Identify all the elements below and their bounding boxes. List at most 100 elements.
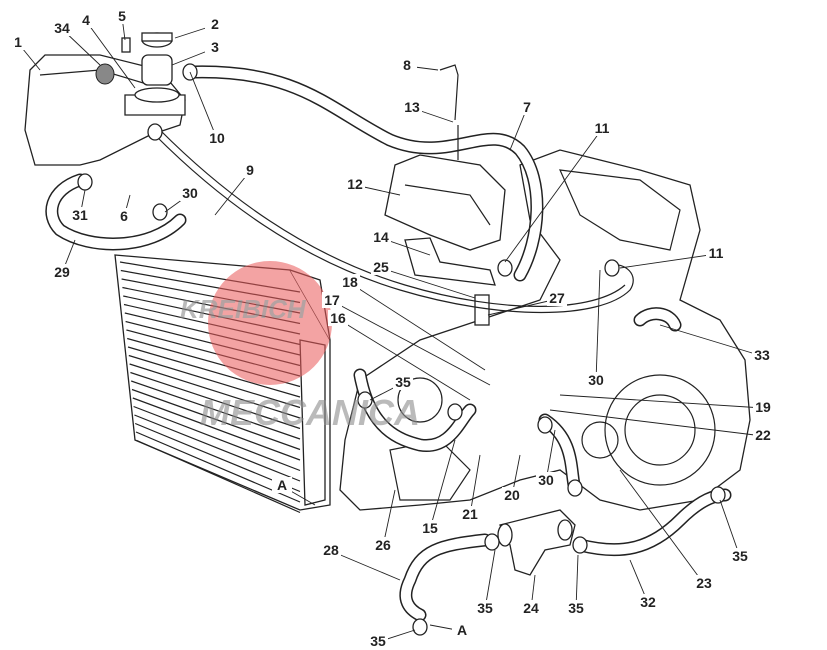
callout-bg	[52, 264, 72, 280]
callout-35: 35	[732, 548, 748, 564]
callout-bg	[368, 633, 388, 649]
callout-35: 35	[477, 600, 493, 616]
leader-line	[469, 454, 481, 516]
filler-cap	[121, 32, 180, 103]
hose-clamp	[710, 486, 726, 504]
callout-9: 9	[246, 162, 254, 178]
leader-line	[595, 269, 601, 382]
callout-bg	[397, 57, 417, 73]
reservoir	[384, 154, 506, 326]
hose-clamp	[357, 391, 373, 409]
callout-bg	[322, 292, 342, 308]
callout-bg	[8, 34, 28, 50]
callout-bg	[460, 506, 480, 522]
hose-clamp	[572, 536, 588, 554]
callout-28: 28	[323, 542, 339, 558]
leader-line	[719, 499, 741, 558]
leader-line	[549, 409, 764, 437]
callout-29: 29	[54, 264, 70, 280]
callout-22: 22	[755, 427, 771, 443]
leader-line	[504, 128, 603, 263]
callout-17: 17	[324, 292, 340, 308]
leader-line	[619, 469, 705, 585]
hose-clamp	[447, 403, 463, 421]
callout-bg	[371, 229, 391, 245]
callout-13: 13	[404, 99, 420, 115]
callout-8: 8	[403, 57, 411, 73]
leader-line	[214, 170, 251, 216]
callout-bg	[393, 374, 413, 390]
callout-30: 30	[538, 472, 554, 488]
callout-bg	[420, 520, 440, 536]
callout-bg	[517, 99, 537, 115]
leader-line	[429, 439, 456, 530]
leader-line	[331, 300, 491, 386]
callout-bg	[638, 594, 658, 610]
callout-11: 11	[595, 120, 610, 136]
watermark-line1: KREIBICH	[180, 294, 307, 324]
callout-27: 27	[549, 290, 565, 306]
callout-14: 14	[373, 229, 389, 245]
callout-3: 3	[211, 39, 219, 55]
callout-bg	[240, 162, 260, 178]
leader-line	[382, 489, 396, 547]
callout-bg	[502, 487, 522, 503]
callout-bg	[521, 600, 541, 616]
callout-1: 1	[14, 34, 22, 50]
radiator-fin	[131, 388, 301, 451]
callout-23: 23	[696, 575, 712, 591]
hose-clamp	[484, 533, 500, 551]
callout-bg	[345, 176, 365, 192]
callout-bg	[205, 39, 225, 55]
callout-24: 24	[523, 600, 539, 616]
callout-bg	[402, 99, 422, 115]
callout-26: 26	[375, 537, 391, 553]
callout-32: 32	[640, 594, 656, 610]
leader-line	[619, 253, 717, 269]
callout-bg	[592, 120, 612, 136]
callout-bg	[694, 575, 714, 591]
watermark-logo: KREIBICH MECCANICA	[180, 261, 420, 433]
callout-bg	[753, 399, 773, 415]
hose-clamp	[147, 123, 163, 141]
callout-bg	[76, 12, 96, 28]
callout-35: 35	[395, 374, 411, 390]
hose-clamp	[567, 479, 583, 497]
callout-bg	[321, 542, 341, 558]
callout-bg	[452, 622, 472, 638]
callout-bg	[205, 16, 225, 32]
radiator-fin	[132, 397, 301, 461]
callout-4: 4	[82, 12, 90, 28]
radiator-fin	[131, 380, 301, 440]
callout-34: 34	[54, 20, 70, 36]
callout-bg	[373, 537, 393, 553]
callout-30: 30	[588, 372, 604, 388]
callout-30: 30	[182, 185, 198, 201]
hose-clamp	[77, 173, 93, 191]
callout-bg	[114, 208, 134, 224]
leader-line	[337, 318, 471, 401]
leader-line	[380, 267, 476, 299]
radiator-fin	[127, 346, 301, 398]
hoses	[45, 64, 732, 622]
leader-line	[330, 550, 401, 581]
radiator-fin	[136, 439, 301, 514]
callout-10: 10	[209, 130, 225, 146]
hose-clamps	[77, 63, 726, 636]
callout-bg	[475, 600, 495, 616]
hose-clamp	[604, 259, 620, 277]
t-piece	[497, 509, 576, 576]
leader-line	[349, 282, 486, 371]
callout-bg	[70, 207, 90, 223]
radiator-fin	[130, 371, 301, 430]
leader-line	[484, 549, 496, 610]
callout-bg	[547, 290, 567, 306]
hose-clamp	[412, 618, 428, 636]
callout-33: 33	[754, 347, 770, 363]
callout-20: 20	[504, 487, 520, 503]
leader-line	[659, 324, 763, 357]
radiator-fin	[128, 354, 301, 409]
callout-bg	[371, 259, 391, 275]
radiator-fin	[133, 405, 301, 472]
